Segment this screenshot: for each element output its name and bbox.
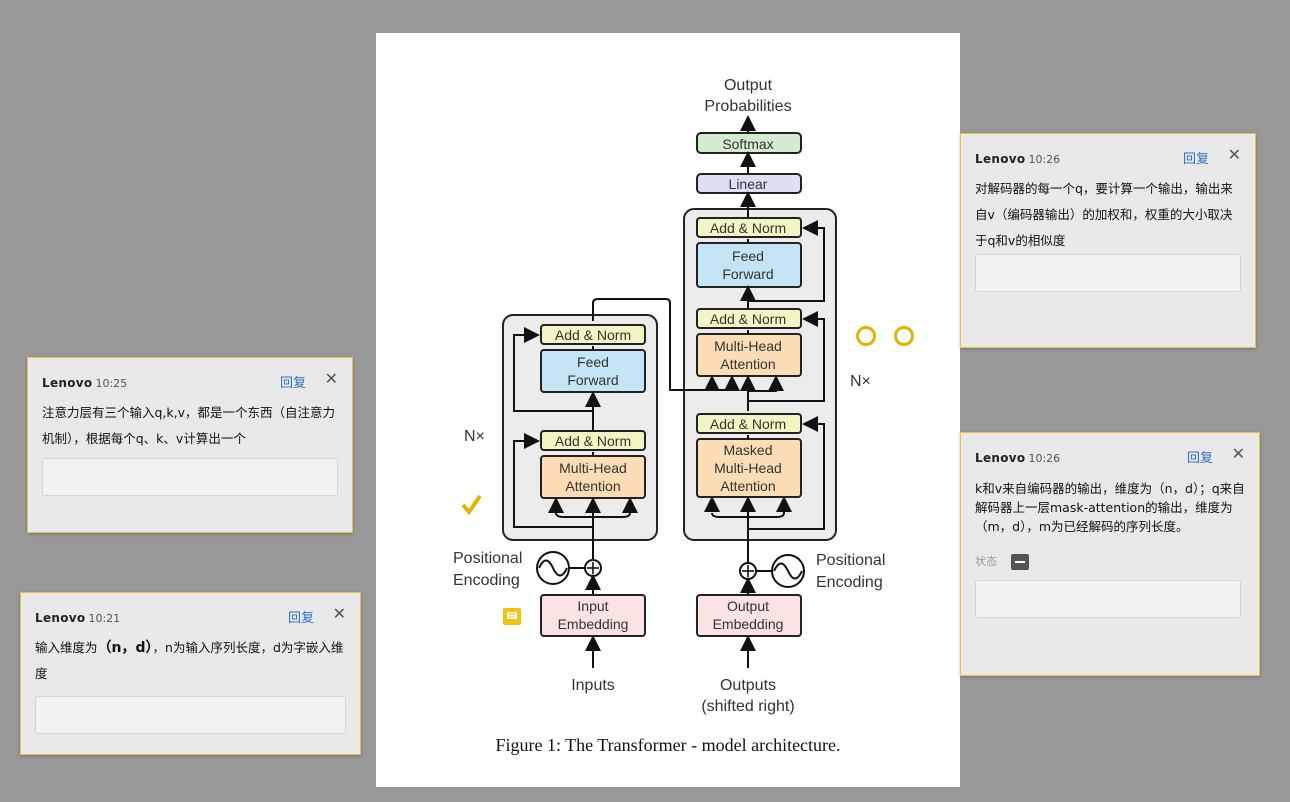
encoder-addnorm-1 bbox=[540, 430, 646, 451]
reply-input[interactable] bbox=[975, 580, 1241, 618]
decoder-addnorm-2-label: Add & Norm bbox=[710, 311, 786, 327]
comment-author: Lenovo bbox=[975, 152, 1026, 166]
comment-author: Lenovo bbox=[42, 376, 93, 390]
status-row: 状态 bbox=[975, 553, 1029, 570]
close-icon[interactable]: ✕ bbox=[1231, 444, 1245, 463]
decoder-addnorm-1 bbox=[696, 413, 802, 434]
masked-line2: Multi-Head bbox=[714, 460, 782, 476]
comment-author: Lenovo bbox=[975, 451, 1026, 465]
encoder-addnorm-2-label: Add & Norm bbox=[555, 327, 631, 343]
reply-input[interactable] bbox=[975, 254, 1241, 292]
decoder-mha-line1: Multi-Head bbox=[714, 338, 782, 354]
input-emb-line1: Input bbox=[577, 598, 608, 614]
reply-button[interactable]: 回复 bbox=[1182, 152, 1209, 167]
decoder-nx: N× bbox=[850, 373, 871, 390]
decoder-pe-line2: Encoding bbox=[816, 574, 883, 591]
comment-text: 注意力层有三个输入q,k,v，都是一个东西（自注意力机制），根据每个q、k、v计… bbox=[42, 405, 336, 446]
circle-icon[interactable] bbox=[856, 326, 876, 346]
circle-icon[interactable] bbox=[894, 326, 914, 346]
reply-button[interactable]: 回复 bbox=[287, 611, 314, 626]
checkmark-icon[interactable] bbox=[461, 494, 482, 516]
encoder-mha-line1: Multi-Head bbox=[559, 460, 627, 476]
comment-text: 输入维度为（n，d），n为输入序列长度，d为字嵌入维度 bbox=[35, 635, 346, 687]
comment-icon[interactable] bbox=[503, 608, 521, 625]
comment-time: 10:25 bbox=[95, 377, 128, 390]
decoder-ff-line2: Forward bbox=[722, 266, 773, 282]
status-label: 状态 bbox=[975, 555, 997, 568]
encoder-pe-line1: Positional bbox=[453, 550, 522, 567]
linear-label: Linear bbox=[729, 176, 768, 192]
encoder-pe-line2: Encoding bbox=[453, 572, 520, 589]
outputs-label-2: (shifted right) bbox=[701, 698, 794, 715]
comment-text: k和v来自编码器的输出，维度为（n，d）；q来自解码器上一层mask-atten… bbox=[975, 481, 1245, 534]
decoder-addnorm-2 bbox=[696, 308, 802, 329]
reply-button[interactable]: 回复 bbox=[279, 376, 306, 391]
output-prob-line1: Output bbox=[724, 77, 773, 94]
encoder-addnorm-2 bbox=[540, 324, 646, 345]
decoder-mha-line2: Attention bbox=[720, 356, 775, 372]
reply-button[interactable]: 回复 bbox=[1186, 451, 1213, 466]
comment-text: 对解码器的每一个q，要计算一个输出，输出来自v（编码器输出）的加权和，权重的大小… bbox=[975, 181, 1233, 248]
decoder-addnorm-3 bbox=[696, 217, 802, 238]
comment-text-part: ，n为输入序列长度，d为字嵌入维度 bbox=[35, 640, 344, 681]
inputs-label: Inputs bbox=[571, 677, 615, 694]
minus-icon[interactable] bbox=[1011, 554, 1029, 570]
input-emb-line2: Embedding bbox=[558, 616, 629, 632]
encoder-ff-line2: Forward bbox=[567, 372, 618, 388]
decoder-ff-line1: Feed bbox=[732, 248, 764, 264]
close-icon[interactable]: ✕ bbox=[332, 604, 346, 623]
transformer-diagram: Output Probabilities Softmax Linear Add … bbox=[453, 77, 914, 715]
decoder-addnorm-1-label: Add & Norm bbox=[710, 416, 786, 432]
figure-caption: Figure 1: The Transformer - model archit… bbox=[495, 735, 841, 755]
output-prob-line2: Probabilities bbox=[704, 98, 791, 115]
comment-time: 10:26 bbox=[1028, 452, 1061, 465]
document-page: Output Probabilities Softmax Linear Add … bbox=[376, 33, 960, 787]
output-emb-line2: Embedding bbox=[713, 616, 784, 632]
encoder-mha-line2: Attention bbox=[565, 478, 620, 494]
close-icon[interactable]: ✕ bbox=[1227, 145, 1241, 164]
decoder-pe-line1: Positional bbox=[816, 552, 885, 569]
encoder-ff-line1: Feed bbox=[577, 354, 609, 370]
masked-line3: Attention bbox=[720, 478, 775, 494]
comment-text-bold: （n，d） bbox=[97, 640, 153, 656]
comment-text-part: 输入维度为 bbox=[35, 640, 98, 655]
reply-input[interactable] bbox=[35, 696, 346, 734]
decoder-addnorm-3-label: Add & Norm bbox=[710, 220, 786, 236]
comment-author: Lenovo bbox=[35, 611, 86, 625]
encoder-nx: N× bbox=[464, 428, 485, 445]
encoder-stack bbox=[502, 314, 658, 541]
output-emb-line1: Output bbox=[727, 598, 769, 614]
close-icon[interactable]: ✕ bbox=[324, 369, 338, 388]
comment-time: 10:21 bbox=[88, 612, 121, 625]
softmax-label: Softmax bbox=[722, 136, 773, 152]
reply-input[interactable] bbox=[42, 458, 338, 496]
outputs-label-1: Outputs bbox=[720, 677, 776, 694]
encoder-addnorm-1-label: Add & Norm bbox=[555, 433, 631, 449]
comment-time: 10:26 bbox=[1028, 153, 1061, 166]
masked-line1: Masked bbox=[723, 442, 772, 458]
